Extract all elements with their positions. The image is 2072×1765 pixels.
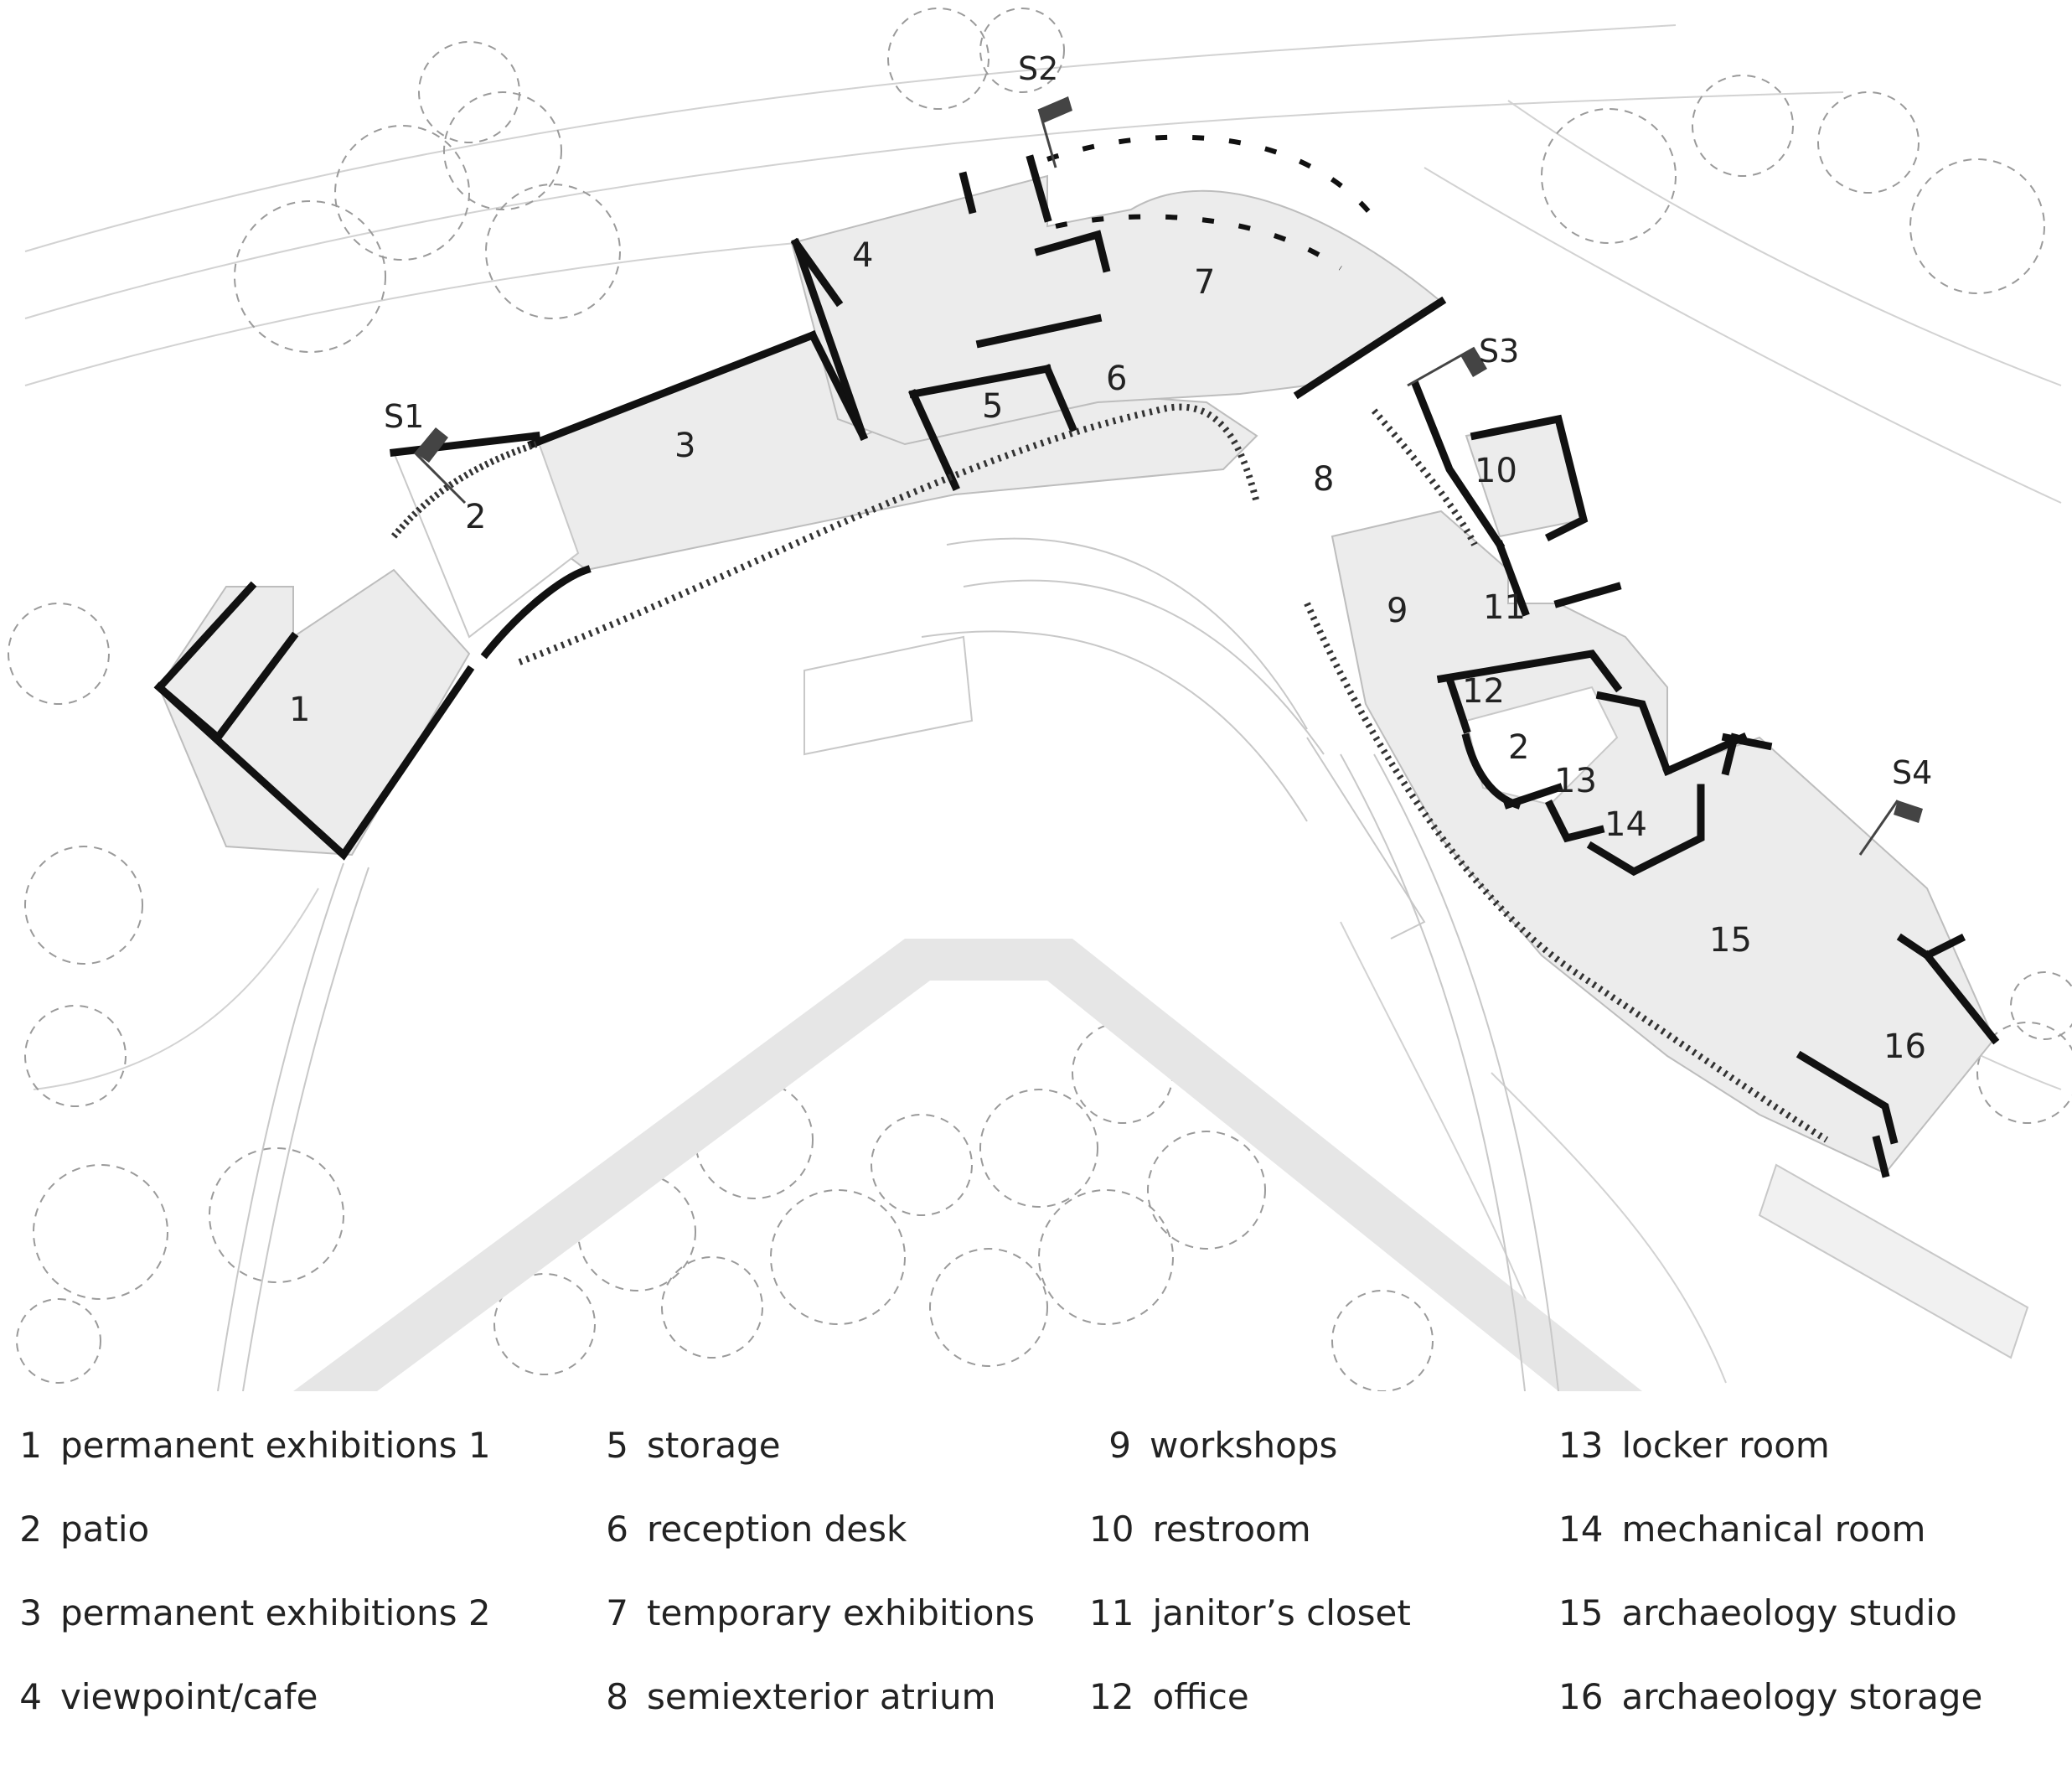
legend-num: 13 <box>1558 1425 1604 1466</box>
legend-item-6: 6 reception desk <box>586 1509 907 1550</box>
section-marker-s3 <box>1407 346 1487 387</box>
walls <box>153 154 2000 1178</box>
room-label-13: 13 <box>1554 762 1597 800</box>
room-legend: 1 permanent exhibitions 1 2 patio 3 permane… <box>0 1425 2072 1743</box>
legend-item-8: 8 semiexterior atrium <box>586 1676 996 1717</box>
room-label-7: 7 <box>1194 263 1215 302</box>
legend-item-15: 15 archaeology studio <box>1558 1592 1957 1633</box>
legend-num: 14 <box>1558 1509 1604 1550</box>
legend-name: restroom <box>1152 1509 1311 1550</box>
legend-name: janitor’s closet <box>1152 1592 1411 1633</box>
legend-num: 9 <box>1108 1425 1131 1466</box>
room-label-5: 5 <box>982 387 1003 426</box>
legend-item-1: 1 permanent exhibitions 1 <box>0 1425 491 1466</box>
section-label-s3: S3 <box>1479 333 1519 370</box>
room-label-14: 14 <box>1604 805 1647 844</box>
arc-wall <box>1046 134 1377 271</box>
legend-item-16: 16 archaeology storage <box>1558 1676 1982 1717</box>
section-marker-s1 <box>413 427 467 505</box>
walkway-east <box>1758 1163 2029 1359</box>
legend-name: temporary exhibitions <box>647 1592 1035 1633</box>
room-label-3: 3 <box>674 427 695 465</box>
legend-name: storage <box>647 1425 781 1466</box>
legend-item-4: 4 viewpoint/cafe <box>0 1676 318 1717</box>
legend-num: 1 <box>19 1425 42 1466</box>
room-label-9: 9 <box>1387 592 1408 630</box>
legend-num: 12 <box>1089 1676 1134 1717</box>
floor-plates <box>158 174 1996 1175</box>
room-label-15: 15 <box>1709 921 1752 960</box>
room-label-1: 1 <box>289 691 310 729</box>
legend-name: office <box>1152 1676 1249 1717</box>
legend-name: permanent exhibitions 1 <box>60 1425 491 1466</box>
floor-plan: S1 S2 S3 S4 1 2 3 4 5 6 7 8 9 10 11 12 2… <box>8 8 2072 1391</box>
legend-num: 4 <box>19 1676 42 1717</box>
legend-item-13: 13 locker room <box>1558 1425 1830 1466</box>
room-label-8: 8 <box>1313 460 1334 499</box>
paths <box>217 537 1559 1391</box>
legend-num: 6 <box>606 1509 628 1550</box>
legend-num: 16 <box>1558 1676 1604 1717</box>
hatched-edges <box>518 403 1829 1143</box>
section-labels: S1 S2 S3 S4 <box>384 50 1932 791</box>
section-marker-s2 <box>1037 96 1072 168</box>
room-label-11: 11 <box>1483 588 1526 627</box>
room-label-2b: 2 <box>1508 728 1529 767</box>
legend-name: permanent exhibitions 2 <box>60 1592 491 1633</box>
section-markers <box>413 96 1923 856</box>
legend-item-10: 10 restroom <box>1089 1509 1311 1550</box>
section-label-s1: S1 <box>384 398 424 435</box>
legend-num: 2 <box>19 1509 42 1550</box>
road <box>293 939 1642 1391</box>
legend-name: patio <box>60 1509 150 1550</box>
room-label-6: 6 <box>1106 360 1127 398</box>
room-label-16: 16 <box>1883 1027 1926 1066</box>
legend-name: locker room <box>1621 1425 1830 1466</box>
legend-num: 5 <box>606 1425 628 1466</box>
room-label-10: 10 <box>1475 452 1517 490</box>
room-label-12: 12 <box>1462 672 1505 711</box>
room-label-4: 4 <box>852 236 873 275</box>
section-label-s2: S2 <box>1018 50 1058 87</box>
legend-item-14: 14 mechanical room <box>1558 1509 1925 1550</box>
legend-name: reception desk <box>647 1509 907 1550</box>
legend-item-2: 2 patio <box>0 1509 149 1550</box>
legend-item-11: 11 janitor’s closet <box>1089 1592 1411 1633</box>
section-label-s4: S4 <box>1892 754 1932 791</box>
legend-num: 7 <box>606 1592 628 1633</box>
legend-num: 10 <box>1089 1509 1134 1550</box>
legend-name: viewpoint/cafe <box>60 1676 318 1717</box>
legend-num: 11 <box>1089 1592 1134 1633</box>
legend-num: 3 <box>19 1592 42 1633</box>
legend-item-12: 12 office <box>1089 1676 1249 1717</box>
legend-item-3: 3 permanent exhibitions 2 <box>0 1592 491 1633</box>
legend-name: semiexterior atrium <box>647 1676 996 1717</box>
legend-name: archaeology storage <box>1621 1676 1983 1717</box>
legend-item-9: 9 workshops <box>1089 1425 1337 1466</box>
legend-item-7: 7 temporary exhibitions <box>586 1592 1035 1633</box>
legend-name: archaeology studio <box>1621 1592 1957 1633</box>
legend-name: mechanical room <box>1621 1509 1926 1550</box>
section-marker-s4 <box>1858 800 1923 856</box>
patio-voids <box>392 434 1619 806</box>
room-label-2a: 2 <box>465 498 486 536</box>
legend-num: 15 <box>1558 1592 1604 1633</box>
legend-name: workshops <box>1150 1425 1338 1466</box>
room-labels: 1 2 3 4 5 6 7 8 9 10 11 12 2 13 14 15 16 <box>289 236 1926 1066</box>
legend-num: 8 <box>606 1676 628 1717</box>
legend-item-5: 5 storage <box>586 1425 781 1466</box>
patio-curve <box>390 441 538 539</box>
